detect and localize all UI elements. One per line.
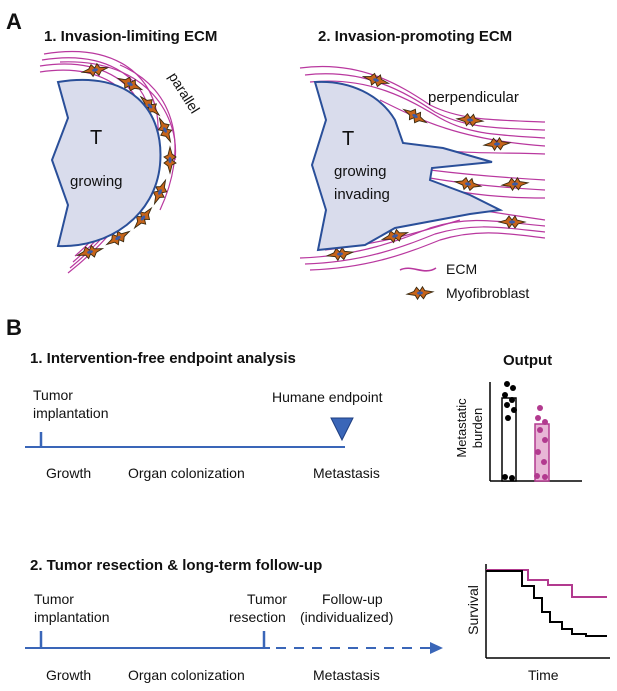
a2-tumor-label: T: [342, 128, 354, 150]
b2-event2-line2: resection: [229, 609, 286, 625]
survival-curve-group2: [486, 569, 607, 598]
b2-event2-line1: Tumor: [247, 591, 287, 607]
a1-state: growing: [70, 173, 123, 190]
ecm-legend-line: [399, 267, 437, 272]
b2-stage3: Metastasis: [313, 667, 380, 683]
a2-fiber-orientation: perpendicular: [428, 89, 519, 106]
output-ylabel-line1: Metastatic: [454, 398, 469, 458]
b2-event1-line1: Tumor: [34, 591, 74, 607]
a2-tumor: [310, 80, 504, 252]
output-points-group1: [502, 381, 517, 481]
panel-a1-title: 1. Invasion-limiting ECM: [44, 28, 217, 45]
legend-myofibroblast: Myofibroblast: [446, 285, 529, 301]
panel-a-letter: A: [6, 9, 22, 34]
b2-event3-line1: Follow-up: [322, 591, 383, 607]
a1-tumor-label: T: [90, 127, 102, 149]
panel-b-letter: B: [6, 315, 22, 340]
b1-stage3: Metastasis: [313, 465, 380, 481]
b1-stage2: Organ colonization: [128, 465, 245, 481]
output-ylabel-line2: burden: [470, 408, 485, 448]
b2-event1-line2: implantation: [34, 609, 110, 625]
b1-endpoint-marker: [330, 417, 354, 442]
output-points-group2: [534, 405, 548, 480]
b2-arrowhead: [430, 642, 443, 654]
perpendicular-ecm-fibers: [299, 65, 546, 271]
survival-xlabel: Time: [528, 667, 559, 683]
survival-ylabel: Survival: [465, 585, 481, 635]
myofibroblast-legend-icon: [406, 285, 434, 301]
b1-event1-line2: implantation: [33, 405, 109, 421]
b2-title: 2. Tumor resection & long-term follow-up: [30, 557, 322, 574]
a1-fiber-orientation: parallel: [166, 69, 203, 116]
b1-event1-line1: Tumor: [33, 387, 73, 403]
panel-a2-title: 2. Invasion-promoting ECM: [318, 28, 512, 45]
output-title: Output: [503, 352, 552, 369]
survival-curve-group1: [486, 570, 607, 637]
b2-stage1: Growth: [46, 667, 91, 683]
legend-ecm: ECM: [446, 261, 477, 277]
a1-tumor: [50, 78, 162, 248]
b2-event3-line2: (individualized): [300, 609, 393, 625]
b2-stage2: Organ colonization: [128, 667, 245, 683]
b1-title: 1. Intervention-free endpoint analysis: [30, 350, 296, 367]
a2-state-line1: growing: [334, 163, 387, 180]
b1-event2: Humane endpoint: [272, 389, 383, 405]
a2-state-line2: invading: [334, 186, 390, 203]
b1-stage1: Growth: [46, 465, 91, 481]
